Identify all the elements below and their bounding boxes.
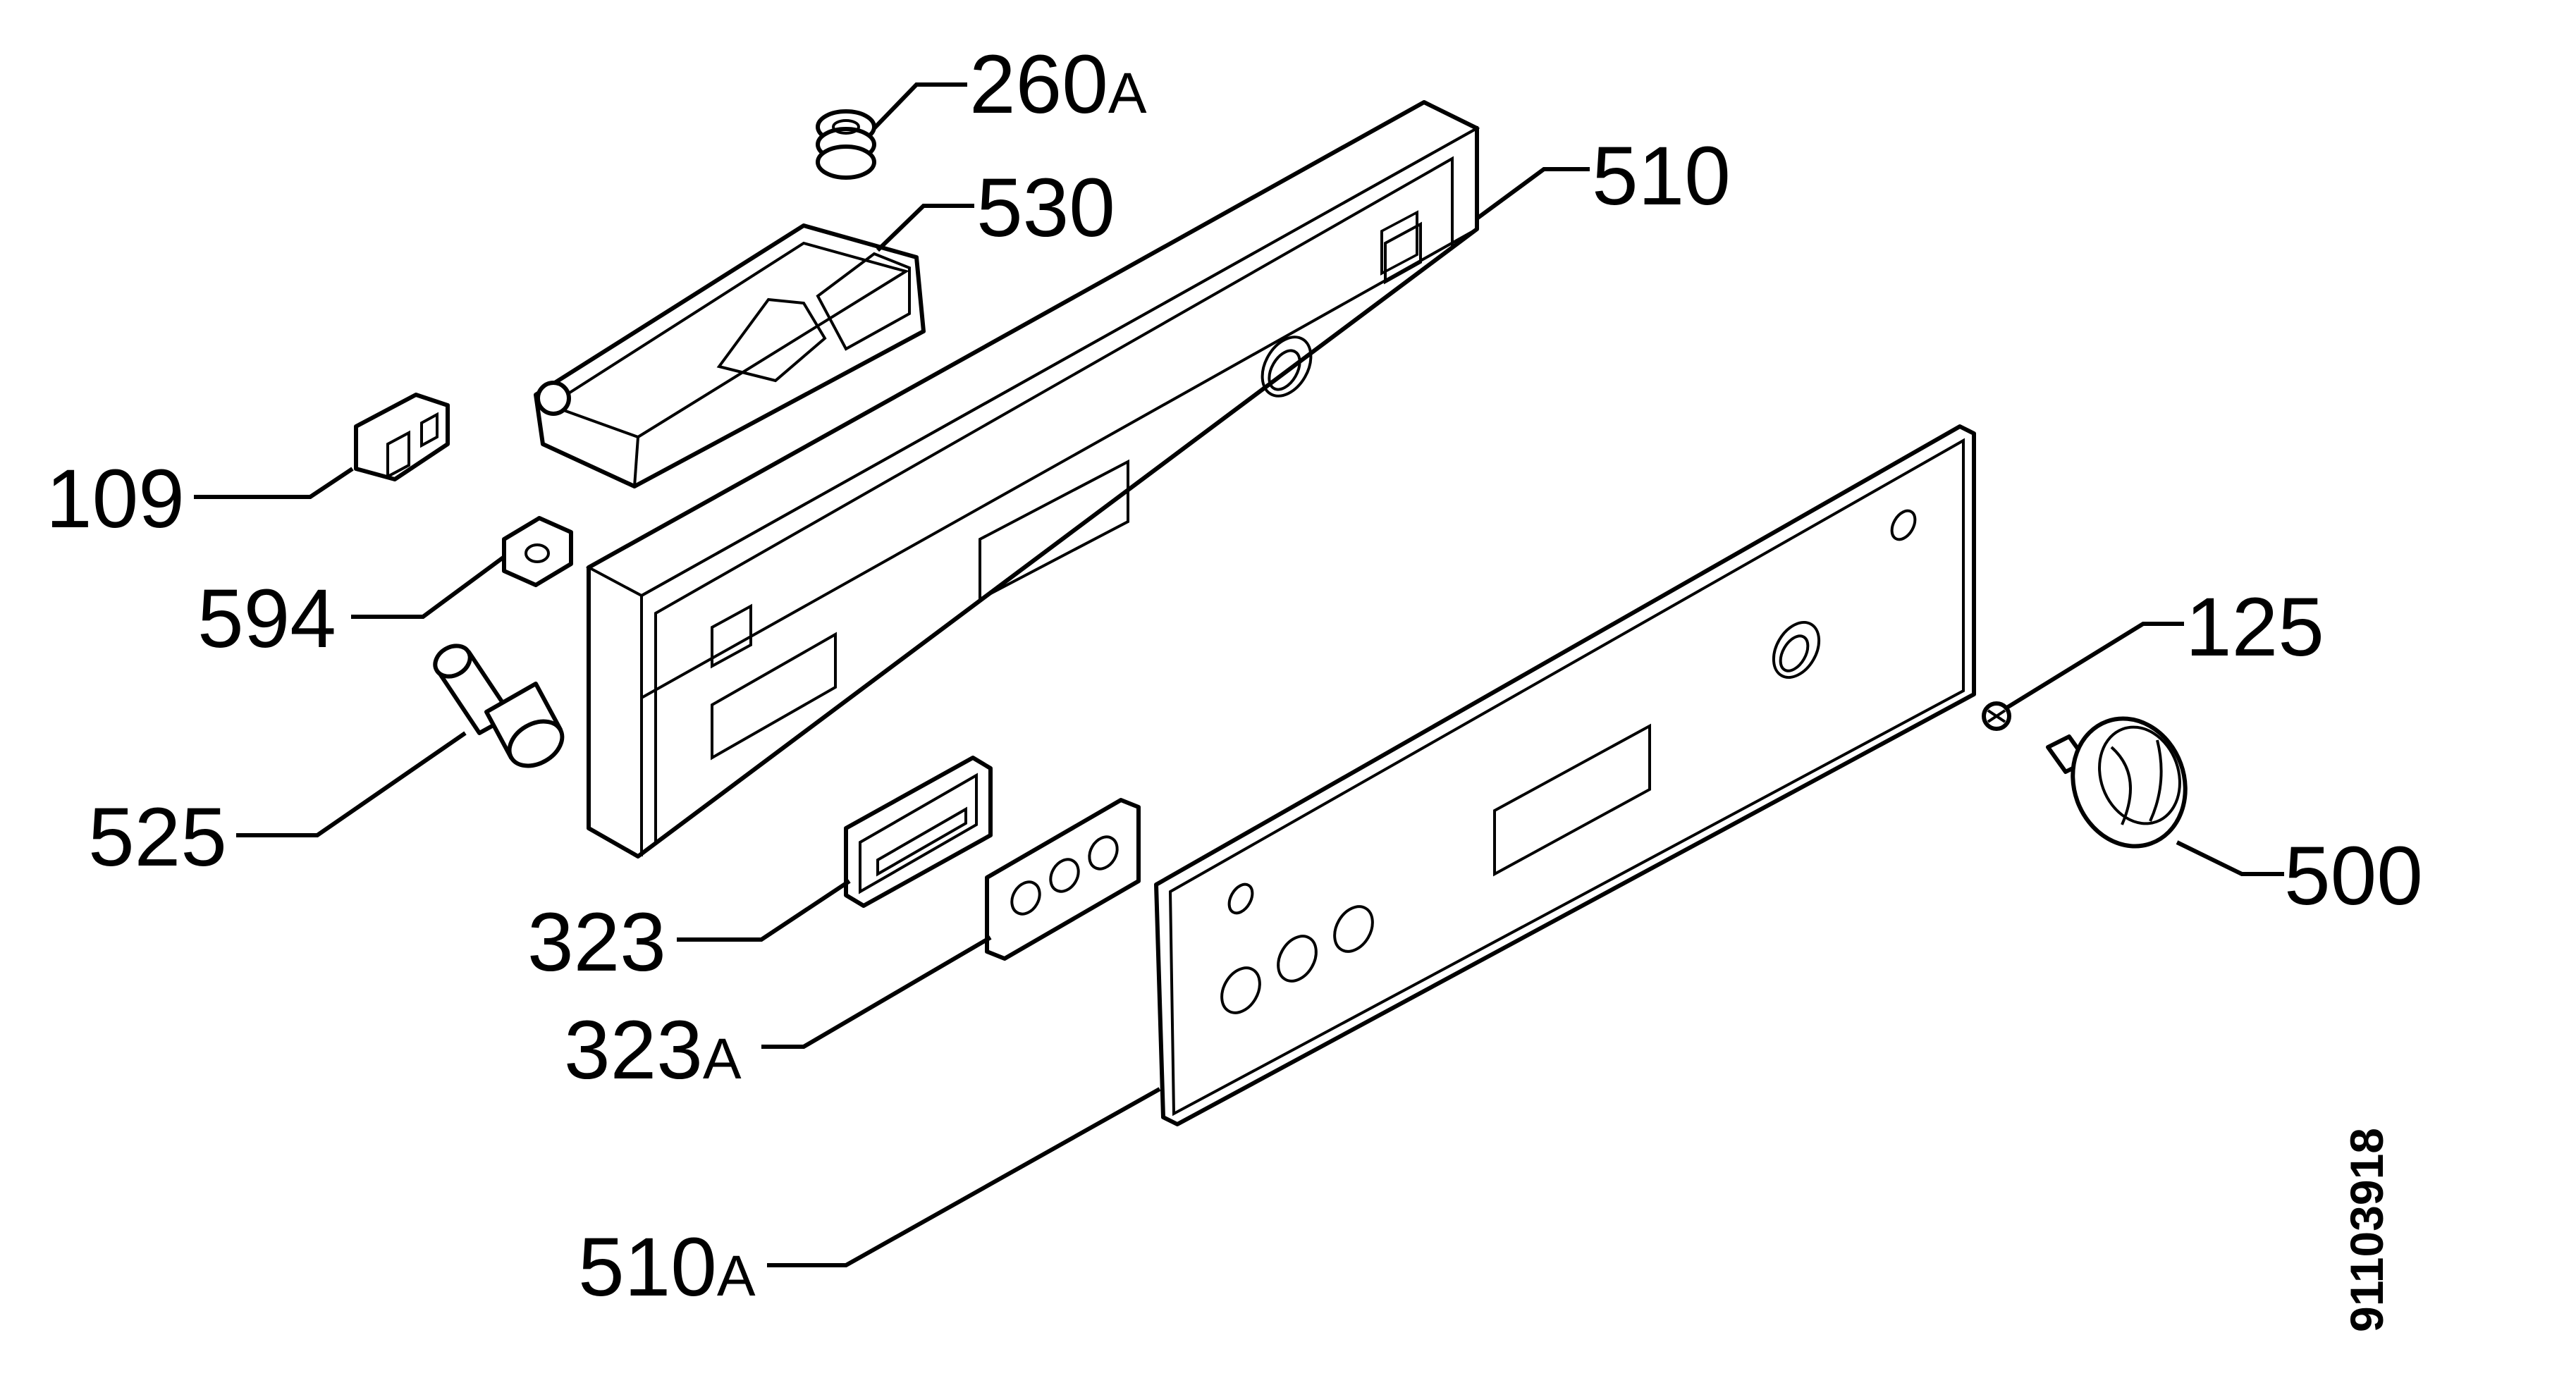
part-260a-spring: [816, 109, 876, 180]
callout-530: 530: [976, 161, 1115, 254]
part-323-button-holder: [844, 756, 993, 908]
callout-323: 323: [527, 896, 666, 989]
part-530-bracket: [534, 223, 926, 488]
callout-525: 525: [88, 791, 227, 884]
callout-labels: 260A 530 510 109 594 525 323 323A 510A 1…: [46, 38, 2423, 1314]
callout-323a: 323A: [564, 1004, 742, 1097]
callout-510a: 510A: [578, 1221, 756, 1314]
callout-260a: 260A: [969, 38, 1147, 131]
part-500-knob: [2046, 716, 2188, 849]
document-number: 91103918: [2341, 1128, 2393, 1332]
part-510-control-panel: [585, 100, 1480, 859]
part-510a-front-fascia: [1154, 424, 1976, 1126]
part-109-clip: [354, 393, 450, 481]
leader-lines: [194, 82, 2284, 1267]
part-125-nut: [1982, 701, 2011, 731]
callout-125: 125: [2185, 581, 2324, 674]
callout-109: 109: [46, 453, 185, 546]
callout-594: 594: [197, 572, 336, 665]
part-525-pin: [433, 644, 565, 768]
callout-510: 510: [1592, 130, 1731, 223]
part-323a-button-cover: [985, 798, 1141, 961]
callout-500: 500: [2284, 830, 2423, 923]
part-594-washer: [502, 516, 573, 587]
